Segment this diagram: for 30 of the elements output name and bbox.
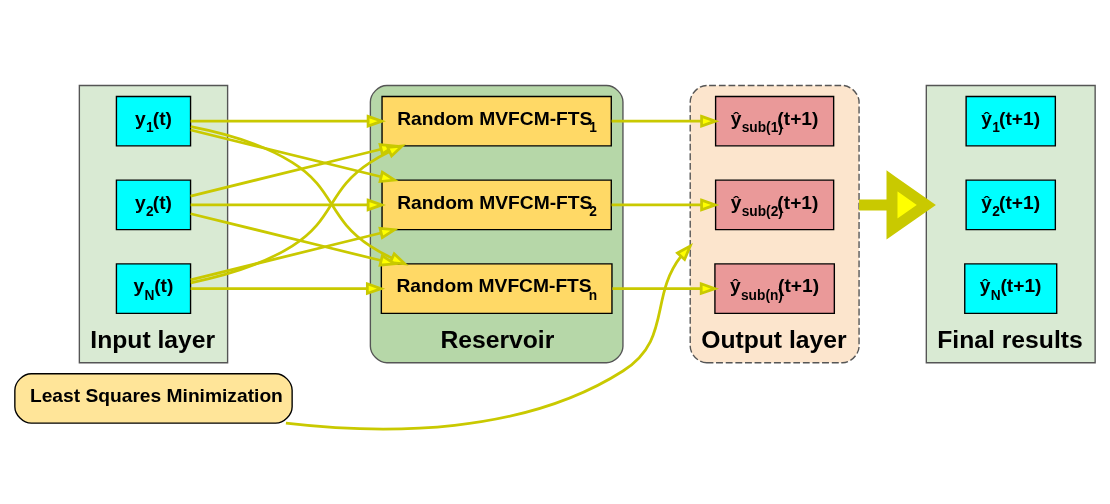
node-box: ŷ$_{2}$(t+1): [965, 179, 1057, 231]
cluster: [369, 84, 624, 364]
arrow: [190, 114, 386, 128]
arrow: [611, 198, 720, 212]
node-box: Random MVFCM-FTS$_{n}$: [380, 263, 613, 315]
node-box: Random MVFCM-FTS$_{1}$: [381, 95, 612, 147]
node-box: y$_{2}$(t): [115, 179, 192, 231]
node-box: ŷ$_{N}$(t+1): [964, 263, 1058, 315]
arrow: [190, 125, 409, 266]
arrow: [190, 212, 399, 267]
arrow: [190, 198, 386, 212]
node-label: Input layer: [90, 326, 216, 354]
node-box: ŷ$_{sub(n)}$(t+1): [714, 263, 836, 315]
cluster: [689, 84, 860, 364]
arrow: [285, 243, 693, 431]
cluster: [78, 84, 229, 364]
arrow: [190, 281, 386, 296]
node-box: y$_{1}$(t): [115, 95, 192, 147]
arrow: [612, 281, 720, 296]
node-label: Output layer: [701, 326, 847, 354]
node-box: y$_{N}$(t): [115, 263, 192, 315]
arrow: [611, 114, 720, 128]
node-box: ŷ$_{1}$(t+1): [965, 95, 1057, 147]
node-label: Final results: [937, 326, 1083, 354]
node-box: Least Squares Minimization: [14, 373, 293, 424]
cluster: [925, 84, 1096, 364]
node-label: Reservoir: [440, 326, 555, 354]
arrow: [859, 170, 936, 240]
node-box: Random MVFCM-FTS$_{2}$: [381, 179, 612, 231]
arrow: [190, 226, 399, 282]
